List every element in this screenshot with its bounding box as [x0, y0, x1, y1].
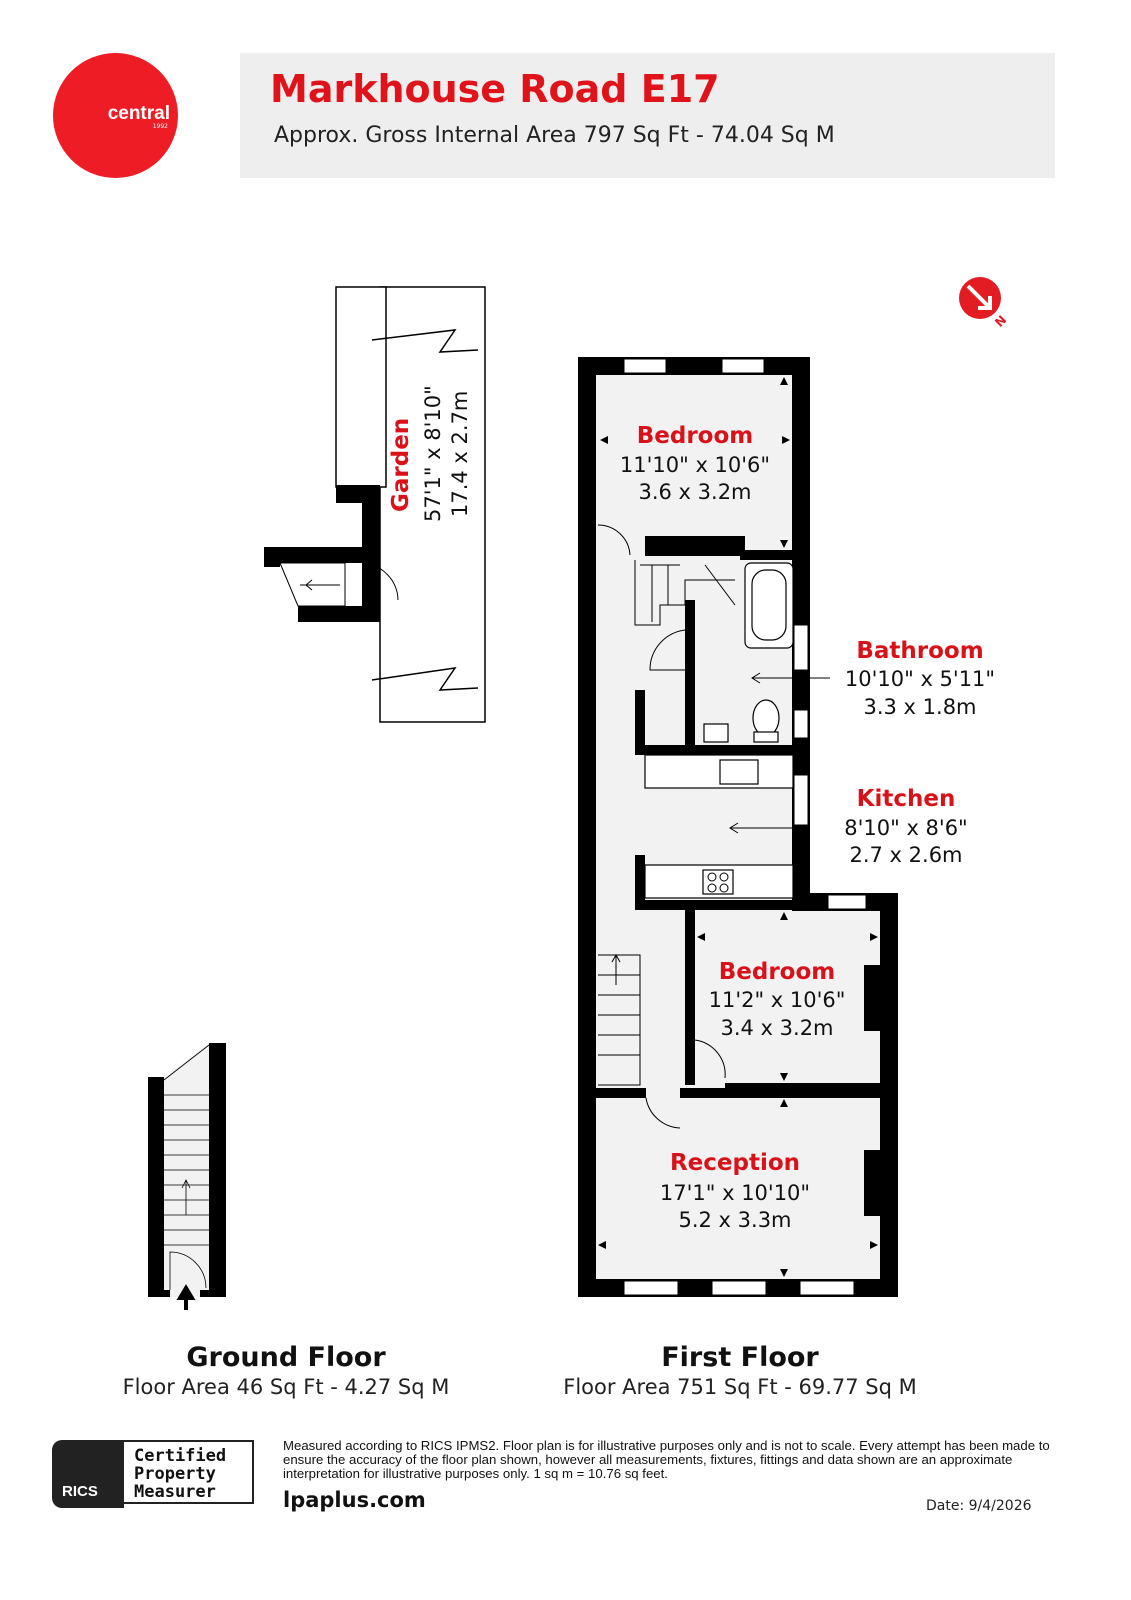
floor-name: Ground Floor: [186, 1342, 386, 1373]
room-imperial: 17'1" x 10'10": [660, 1181, 810, 1205]
central-logo: central 1992: [53, 53, 178, 178]
room-metric: 3.4 x 3.2m: [720, 1016, 833, 1040]
logo-year: 1992: [152, 123, 168, 130]
room-name: Kitchen: [857, 786, 956, 812]
room-metric: 3.3 x 1.8m: [863, 695, 976, 719]
disclaimer: Measured according to RICS IPMS2. Floor …: [283, 1438, 1050, 1481]
page-title: Markhouse Road E17: [270, 67, 720, 111]
room-name: Reception: [670, 1150, 800, 1176]
rics-logo: RICS: [52, 1440, 124, 1508]
gross-area: Approx. Gross Internal Area 797 Sq Ft - …: [274, 123, 835, 148]
rics-text: RICS: [62, 1483, 98, 1500]
room-name: Garden: [388, 418, 414, 512]
first-floor-plan: Bedroom 11'10" x 10'6" 3.6 x 3.2m Bathro…: [578, 357, 995, 1297]
room-imperial: 11'2" x 10'6": [709, 988, 846, 1012]
north-arrow-icon: N: [959, 277, 1009, 330]
room-imperial: 11'10" x 10'6": [620, 453, 770, 477]
first-floor-caption: First Floor Floor Area 751 Sq Ft - 69.77…: [540, 1342, 940, 1399]
room-metric: 17.4 x 2.7m: [448, 391, 472, 517]
svg-text:N: N: [992, 313, 1009, 330]
floor-name: First Floor: [661, 1342, 819, 1373]
header: Markhouse Road E17 Approx. Gross Interna…: [240, 53, 1055, 178]
logo-word: central: [107, 103, 170, 124]
room-imperial: 57'1" x 8'10": [421, 385, 445, 522]
room-metric: 2.7 x 2.6m: [849, 843, 962, 867]
room-imperial: 10'10" x 5'11": [845, 667, 995, 691]
cert-line: Certified: [134, 1446, 227, 1466]
room-name: Bedroom: [719, 959, 836, 985]
ground-floor-caption: Ground Floor Floor Area 46 Sq Ft - 4.27 …: [86, 1342, 486, 1399]
cert-line: Property: [134, 1464, 216, 1484]
room-imperial: 8'10" x 8'6": [844, 816, 967, 840]
floor-area: Floor Area 46 Sq Ft - 4.27 Sq M: [122, 1375, 450, 1399]
room-name: Bathroom: [856, 638, 983, 664]
room-metric: 5.2 x 3.3m: [678, 1208, 791, 1232]
website-link[interactable]: lpaplus.com: [283, 1488, 426, 1512]
ground-floor-plan: [148, 1043, 226, 1310]
certified-badge: Certified Property Measurer: [124, 1440, 254, 1504]
cert-line: Measurer: [134, 1482, 216, 1502]
plan-date: Date: 9/4/2026: [926, 1498, 1032, 1514]
room-metric: 3.6 x 3.2m: [638, 480, 751, 504]
floor-area: Floor Area 751 Sq Ft - 69.77 Sq M: [563, 1375, 917, 1399]
room-name: Bedroom: [637, 423, 754, 449]
garden-plan: Garden 57'1" x 8'10" 17.4 x 2.7m: [264, 286, 486, 723]
entrance-arrow-icon: [176, 1284, 196, 1310]
